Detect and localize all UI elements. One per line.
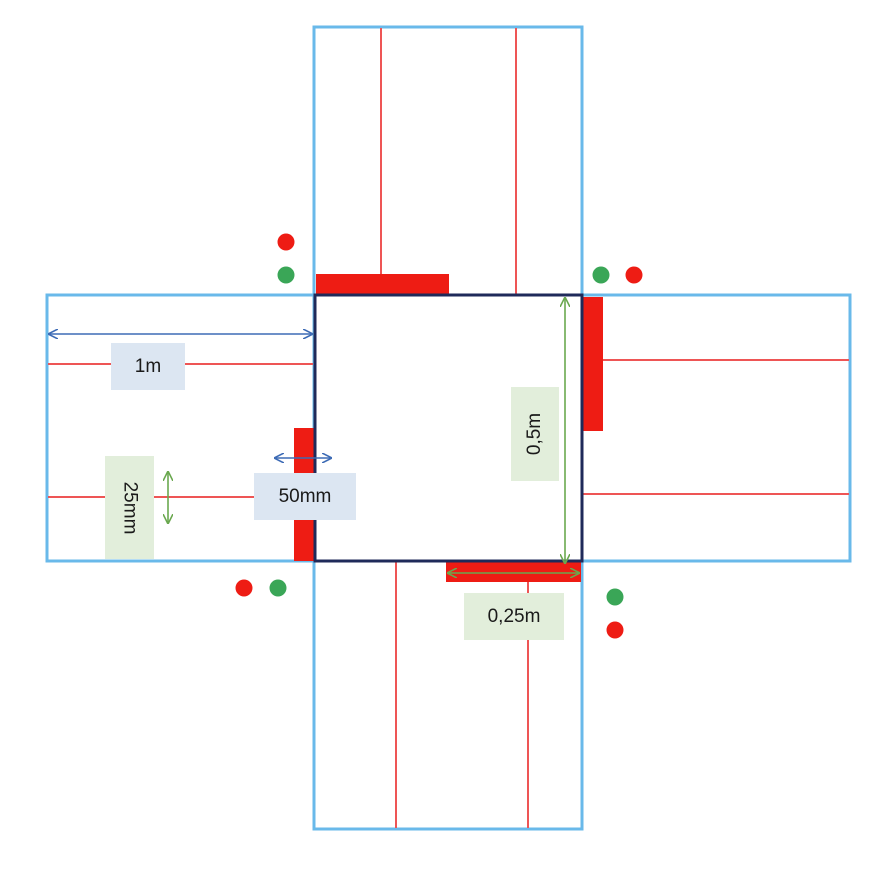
- stop-bar-north: [316, 274, 449, 295]
- label-bar-thickness-text: 25mm: [119, 481, 141, 534]
- label-junction-size-text: 0,5m: [524, 412, 545, 456]
- traffic-light-red-icon: [277, 233, 295, 251]
- road-arm-east: [580, 293, 852, 563]
- traffic-lights: [235, 233, 643, 639]
- label-bar-length: 0,25m: [464, 593, 564, 640]
- label-gap-width-text: 50mm: [278, 485, 332, 507]
- traffic-light-red-icon: [235, 579, 253, 597]
- traffic-light-red-icon: [625, 266, 643, 284]
- label-bar-thickness: 25mm: [105, 456, 154, 559]
- traffic-light-green-icon: [269, 579, 287, 597]
- label-arm-length-text: 1m: [134, 355, 162, 377]
- dimension-arrows: [49, 298, 579, 573]
- traffic-light-green-icon: [592, 266, 610, 284]
- stop-bar-south: [446, 561, 581, 582]
- traffic-light-green-icon: [606, 588, 624, 606]
- label-gap-width: 50mm: [254, 473, 356, 520]
- label-arm-length: 1m: [111, 343, 185, 390]
- traffic-light-red-icon: [606, 621, 624, 639]
- label-bar-length-text: 0,25m: [487, 605, 541, 627]
- label-junction-size: 0,5m: [511, 387, 559, 481]
- road-arm-west: [45, 293, 316, 563]
- stop-bar-east: [582, 297, 603, 431]
- traffic-light-green-icon: [277, 266, 295, 284]
- road-arm-north: [312, 25, 584, 297]
